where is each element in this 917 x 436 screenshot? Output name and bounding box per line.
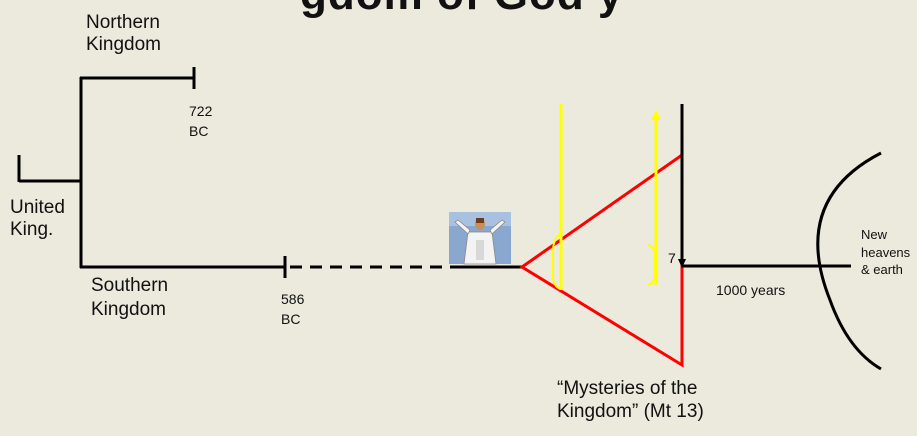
united-kingdom-label: United King. xyxy=(10,197,65,240)
new-heavens-label: New heavens & earth xyxy=(861,227,911,278)
thousand-years-label: 1000 years xyxy=(716,282,786,298)
eternity-arc xyxy=(816,151,882,371)
yellow-brace-left xyxy=(552,232,562,290)
north-date-label: 722 BC xyxy=(189,103,213,139)
northern-kingdom-label: Northern Kingdom xyxy=(86,12,161,55)
seven-years-label: 7 xyxy=(668,250,676,266)
tribulation-arrow-head xyxy=(678,259,686,268)
south-date-label: 586 BC xyxy=(281,291,305,327)
southern-kingdom-label: Southern Kingdom xyxy=(91,275,169,320)
church-age-triangle xyxy=(519,152,684,368)
christ-figure-image xyxy=(449,212,511,265)
yellow-brace-right xyxy=(647,244,656,286)
title-fragment: gdom of God y xyxy=(300,0,623,20)
yellow-arrow-head xyxy=(651,110,661,120)
mysteries-label: “Mysteries of the Kingdom” (Mt 13) xyxy=(557,378,704,422)
